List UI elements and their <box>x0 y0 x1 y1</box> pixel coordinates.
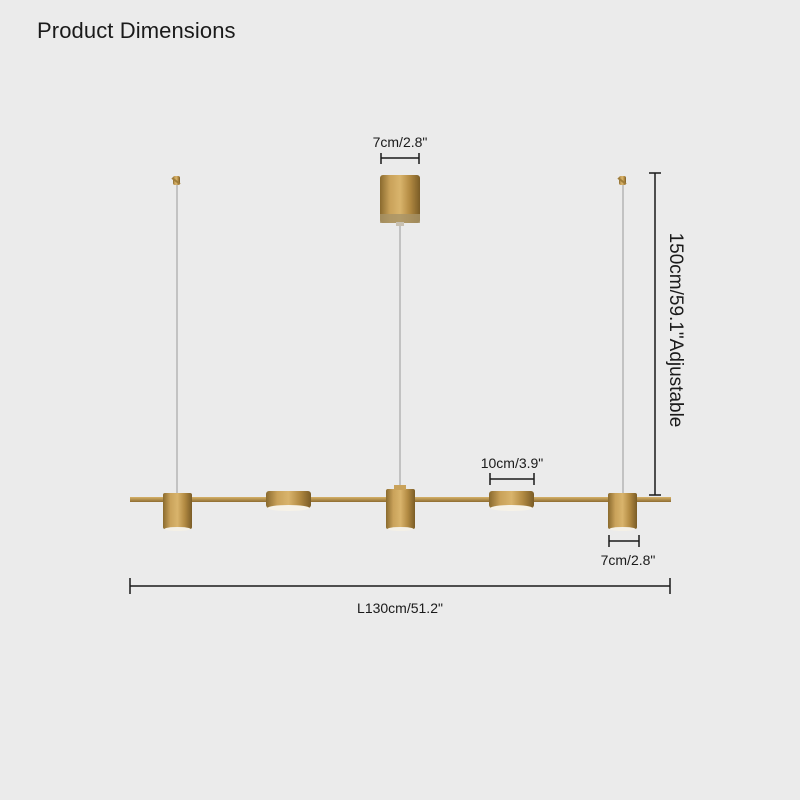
length-label: L130cm/51.2" <box>357 600 443 616</box>
length-dimension <box>129 578 671 594</box>
height-dimension <box>649 172 661 496</box>
cylinder-light-left <box>163 493 192 531</box>
disc-light-left <box>266 491 311 511</box>
disc-width-dimension <box>489 473 535 485</box>
cylinder-width-dimension <box>608 535 640 547</box>
cylinder-width-label: 7cm/2.8" <box>601 552 656 568</box>
disc-light-right <box>489 491 534 511</box>
cylinder-light-center <box>386 485 415 531</box>
ceiling-canopy <box>380 175 420 226</box>
height-label: 150cm/59.1"Adjustable <box>665 233 686 428</box>
left-hook <box>171 176 181 185</box>
disc-width-label: 10cm/3.9" <box>481 455 544 471</box>
canopy-width-dimension <box>380 153 420 164</box>
canopy-width-label: 7cm/2.8" <box>373 134 428 150</box>
right-hook <box>617 176 627 185</box>
page-title: Product Dimensions <box>37 18 236 43</box>
cylinder-light-right <box>608 493 637 531</box>
